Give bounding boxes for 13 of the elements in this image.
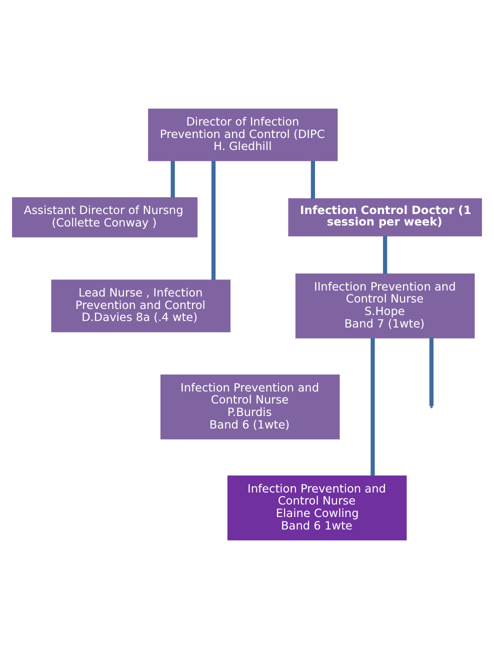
connector xyxy=(429,338,434,406)
node-box: Director of Infection Prevention and Control (DIPC H. Gledhill xyxy=(148,108,338,162)
connector xyxy=(170,160,175,198)
node-box: IInfection Prevention and Control Nurse S.Hope Band 7 (1wte) xyxy=(295,274,475,338)
node-box: Lead Nurse , Infection Prevention and Control D.Davies 8a (.4 wte) xyxy=(51,280,230,332)
node-box: Assistant Director of Nursng (Collette Conway ) xyxy=(12,197,198,238)
node-box: Infection Prevention and Control Nurse P.Burdis Band 6 (1wte) xyxy=(160,374,340,440)
node-box: Infection Prevention and Control Nurse Elaine Cowling Band 6 1wte xyxy=(227,475,407,540)
connector xyxy=(310,160,316,199)
connector xyxy=(370,338,375,476)
connector xyxy=(211,160,216,280)
connector xyxy=(383,236,388,274)
node-box: Infection Control Doctor (1 session per week) xyxy=(288,198,482,236)
